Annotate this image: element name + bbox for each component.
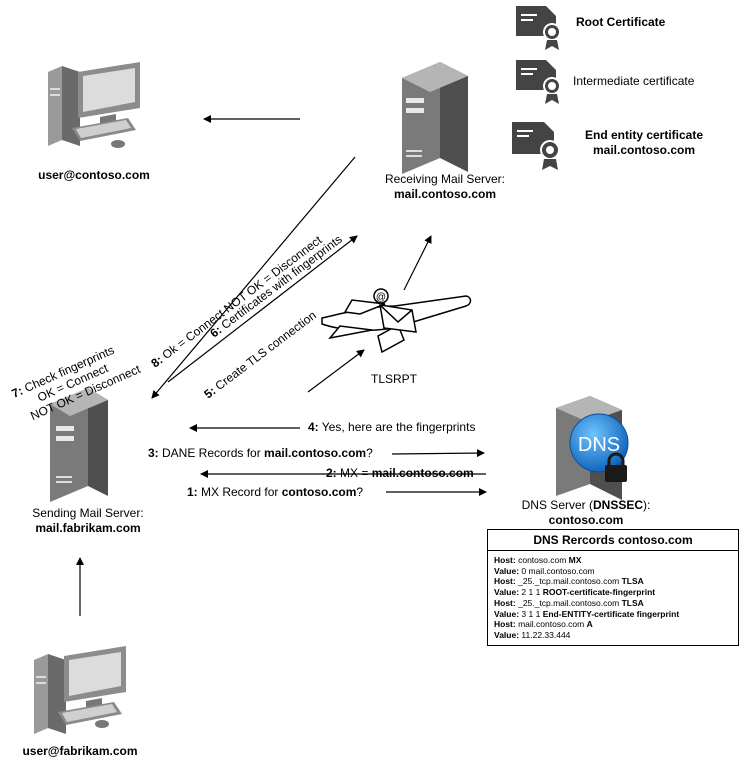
user-fabrikam-label: user@fabrikam.com (22, 744, 138, 758)
step3-pre: DANE Records for (158, 446, 265, 460)
step1-pre: MX Record for (197, 485, 282, 499)
step2-pre: MX = (336, 466, 372, 480)
arrow-step8 (151, 156, 356, 399)
step8-text: Ok = Connect NOT OK = Disconnect (157, 233, 325, 364)
dns-record-row: Host: _25._tcp.mail.contoso.com TLSA (494, 598, 732, 609)
step3-label: 3: DANE Records for mail.contoso.com? (148, 446, 373, 461)
dns-record-row: Value: 2 1 1 ROOT-certificate-fingerprin… (494, 587, 732, 598)
dns-record-bold: MX (568, 555, 582, 565)
tlsrpt-label: TLSRPT (370, 372, 417, 386)
arrow-step3 (391, 449, 485, 458)
step4-label: 4: Yes, here are the fingerprints (308, 420, 475, 435)
dns-record-row: Value: 3 1 1 End-ENTITY-certificate fing… (494, 609, 732, 620)
dns-globe-label: DNS (578, 434, 620, 456)
step3-post: ? (366, 446, 373, 460)
dns-record-label: Value: (494, 587, 520, 598)
dns-record-text: _25._tcp.mail.contoso.com (515, 576, 622, 587)
end-entity-certificate-label: End entity certificate mail.contoso.com (566, 128, 722, 158)
arrow-step6 (167, 235, 358, 383)
intermediate-certificate-icon (516, 60, 561, 104)
end-entity-certificate-icon (512, 122, 560, 170)
dns-record-row: Host: contoso.com MX (494, 555, 732, 566)
dns-server-label: DNS Server (DNSSEC): contoso.com (496, 498, 676, 528)
user-contoso-label: user@contoso.com (38, 168, 150, 182)
dns-record-text: 11.22.33.444 (519, 629, 571, 640)
dns-record-row: Value: 11.22.33.444 (494, 630, 732, 641)
step1-post: ? (356, 485, 364, 499)
step2-bold: mail.contoso.com (371, 466, 474, 480)
receiving-server-label: Receiving Mail Server: mail.contoso.com (365, 172, 525, 202)
dns-record-label: Host: (494, 576, 516, 587)
dns-server-icon (556, 396, 629, 500)
arrow-step5 (307, 349, 365, 393)
end-entity-line2: mail.contoso.com (592, 143, 696, 157)
dns-record-text: 0 mail.contoso.com (519, 565, 595, 576)
root-certificate-label: Root Certificate (576, 15, 666, 29)
dns-record-bold: End-ENTITY-certificate fingerprint (542, 608, 680, 619)
step1-num: 1: (187, 485, 198, 499)
dns-server-host: contoso.com (548, 513, 624, 527)
receiving-server-icon (402, 62, 468, 174)
dns-record-label: Host: (494, 619, 516, 630)
dns-records-title: DNS Rercords contoso.com (488, 530, 738, 551)
dns-record-label: Value: (494, 629, 520, 640)
dns-label-pre: DNS Server ( (521, 498, 593, 512)
end-entity-line1: End entity certificate (584, 128, 704, 142)
workstation-fabrikam-icon (34, 646, 126, 734)
step3-bold: mail.contoso.com (264, 446, 367, 460)
sending-server-host: mail.fabrikam.com (35, 521, 141, 535)
step4-num: 4: (308, 420, 319, 434)
dns-record-label: Value: (494, 608, 520, 619)
step2-label: 2: MX = mail.contoso.com (326, 466, 474, 481)
dns-record-label: Value: (494, 565, 520, 576)
arrows (76, 115, 487, 616)
step8-label: 8: Ok = Connect NOT OK = Disconnect (148, 233, 325, 371)
intermediate-certificate-label: Intermediate certificate (573, 74, 695, 88)
dns-label-post: ): (643, 498, 651, 512)
dns-record-label: Host: (494, 597, 516, 608)
receiving-server-host: mail.contoso.com (393, 187, 497, 201)
step2-num: 2: (326, 466, 337, 480)
sending-server-icon (50, 388, 108, 502)
dns-record-row: Host: mail.contoso.com A (494, 619, 732, 630)
step1-label: 1: MX Record for contoso.com? (187, 485, 363, 500)
dns-record-text: contoso.com (515, 555, 569, 565)
step7-num: 7: (10, 384, 25, 401)
sending-server-label: Sending Mail Server: mail.fabrikam.com (8, 506, 168, 536)
dns-record-row: Host: _25._tcp.mail.contoso.com TLSA (494, 576, 732, 587)
step3-num: 3: (148, 446, 159, 460)
root-certificate-icon (516, 6, 561, 50)
dns-record-bold: TLSA (621, 576, 644, 587)
sending-server-title: Sending Mail Server: (32, 506, 144, 520)
dns-record-text: mail.contoso.com (515, 619, 587, 630)
dns-record-text: _25._tcp.mail.contoso.com (515, 597, 622, 608)
dns-record-bold: TLSA (621, 597, 644, 608)
dns-record-bold: ROOT-certificate-fingerprint (542, 587, 656, 598)
dns-record-label: Host: (494, 555, 516, 565)
dns-record-row: Value: 0 mail.contoso.com (494, 566, 732, 577)
dns-records-table: DNS Rercords contoso.com Host: contoso.c… (487, 529, 739, 646)
dns-record-text: 3 1 1 (519, 608, 543, 619)
dns-record-text: 2 1 1 (519, 587, 543, 598)
receiving-server-title: Receiving Mail Server: (384, 172, 506, 186)
svg-text:@: @ (376, 292, 386, 303)
arrow-tlsrpt (403, 235, 432, 291)
dns-record-bold: A (586, 619, 593, 630)
tlsrpt-plane-icon: @ (321, 288, 472, 354)
dns-label-bold: DNSSEC (592, 498, 643, 512)
workstation-contoso-icon (48, 62, 140, 148)
step4-text: Yes, here are the fingerprints (318, 420, 476, 434)
step1-bold: contoso.com (281, 485, 357, 499)
